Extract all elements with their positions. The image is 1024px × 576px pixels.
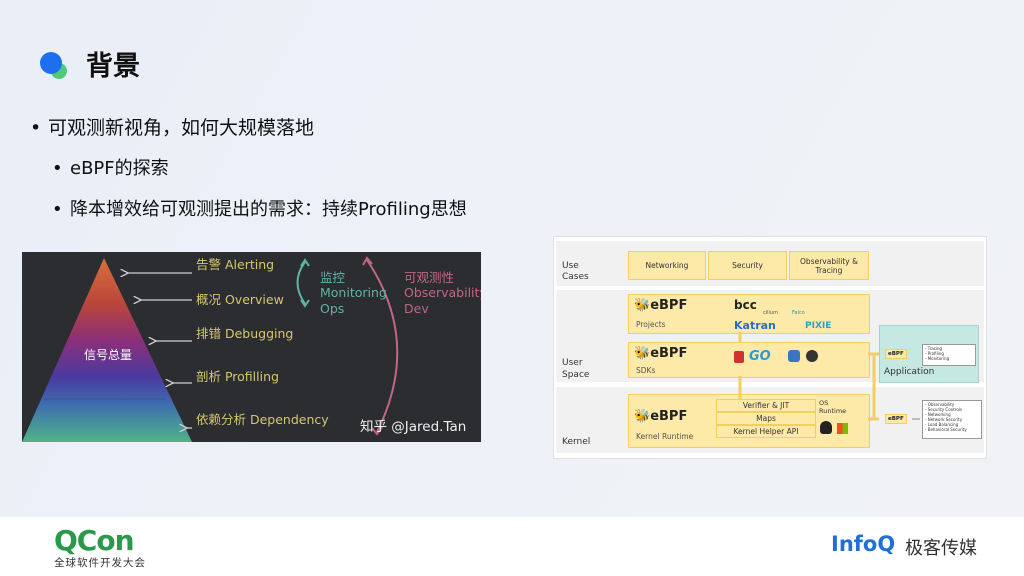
go-logo: GO <box>749 349 771 364</box>
bullet-text: 降本增效给可观测提出的需求：持续Profiling思想 <box>70 199 467 220</box>
projects-subtitle: Projects <box>636 320 666 329</box>
kernel-features-card: - Observability- Security Controls- Netw… <box>922 400 982 439</box>
verifier-jit-box: Verifier & JIT <box>716 399 816 412</box>
infoq-cn-label: 极客传媒 <box>905 538 977 559</box>
use-case-observability: Observability & Tracing <box>789 251 869 280</box>
katran-logo: Katran <box>734 319 776 332</box>
pyramid-level-label: 排错 Debugging <box>196 326 294 341</box>
linux-icon <box>820 421 832 434</box>
qcon-logo: QCon <box>54 524 135 557</box>
sdks-box <box>628 342 870 378</box>
use-case-networking: Networking <box>628 251 706 280</box>
bullet-marker: • <box>52 158 63 179</box>
ebpf-logo: 🐝eBPF <box>634 409 688 424</box>
falco-logo: Falco <box>792 310 805 316</box>
pyramid-level-label: 告警 Alerting <box>196 257 275 272</box>
title-bullet-icon <box>40 52 67 79</box>
pyramid-level-label: 依赖分析 Dependency <box>196 412 329 427</box>
monitoring-label-en: Monitoring <box>320 285 387 300</box>
ebpf-tag: eBPF <box>885 414 907 424</box>
sdk-logo-icon <box>734 351 744 363</box>
bullet-text: eBPF的探索 <box>70 158 169 179</box>
projects-box <box>628 294 870 334</box>
c-lang-icon <box>788 350 800 362</box>
qcon-subtitle: 全球软件开发大会 <box>54 557 146 569</box>
pyramid-level-label: 剖析 Profilling <box>196 369 279 384</box>
ebpf-logo: 🐝eBPF <box>634 298 688 313</box>
pyramid-graphic <box>22 256 399 442</box>
watermark-text: 知乎 @Jared.Tan <box>360 419 467 435</box>
bullet-text: 可观测新视角，如何大规模落地 <box>48 117 315 139</box>
sdks-subtitle: SDKs <box>636 366 656 375</box>
pixie-logo: PIXIE <box>805 321 832 331</box>
application-label: Application <box>884 367 935 377</box>
cilium-logo: cilium <box>763 310 778 316</box>
row-label-use: Use <box>562 261 579 271</box>
bullet-item: • 可观测新视角，如何大规模落地 <box>30 113 314 140</box>
row-label-cases: Cases <box>562 272 589 282</box>
monitoring-label-cn: 监控 <box>320 270 346 285</box>
use-case-security: Security <box>708 251 787 280</box>
pyramid-center-label: 信号总量 <box>84 348 133 362</box>
pyramid-level-label: 概况 Overview <box>196 292 284 307</box>
infoq-logo: InfoQ <box>831 532 896 556</box>
pyramid-image: 信号总量 告警 Alerting 概况 Overview 排错 Debuggin… <box>22 252 481 442</box>
row-label-kernel: Kernel <box>562 437 591 447</box>
sub-bullet-item: • 降本增效给可观测提出的需求：持续Profiling思想 <box>52 195 467 221</box>
bullet-marker: • <box>52 199 63 220</box>
observability-label-cn: 可观测性 <box>404 270 455 285</box>
windows-icon <box>837 423 848 434</box>
observability-label-en: Observability <box>404 285 481 300</box>
kernel-helper-api-box: Kernel Helper API <box>716 425 816 438</box>
kernel-runtime-subtitle: Kernel Runtime <box>636 432 694 441</box>
rust-icon <box>806 350 818 362</box>
ebpf-tag: eBPF <box>885 349 907 359</box>
row-label-space: Space <box>562 370 590 380</box>
application-features-card: - Tracing- Profiling- Monitoring <box>922 344 976 366</box>
slide-title: 背景 <box>86 51 140 82</box>
bcc-logo: bcc <box>734 298 757 312</box>
monitoring-label-ops: Ops <box>320 301 345 316</box>
footer <box>0 517 1024 576</box>
bullet-marker: • <box>30 117 42 139</box>
sub-bullet-item: • eBPF的探索 <box>52 154 169 180</box>
ebpf-diagram: Use Cases User Space Kernel Networking S… <box>553 236 987 459</box>
maps-box: Maps <box>716 412 816 425</box>
observability-label-dev: Dev <box>404 301 429 316</box>
slide: 背景 • 可观测新视角，如何大规模落地 • eBPF的探索 • 降本增效给可观测提出的… <box>22 51 987 459</box>
row-label-user: User <box>562 358 583 368</box>
ebpf-logo: 🐝eBPF <box>634 346 688 361</box>
